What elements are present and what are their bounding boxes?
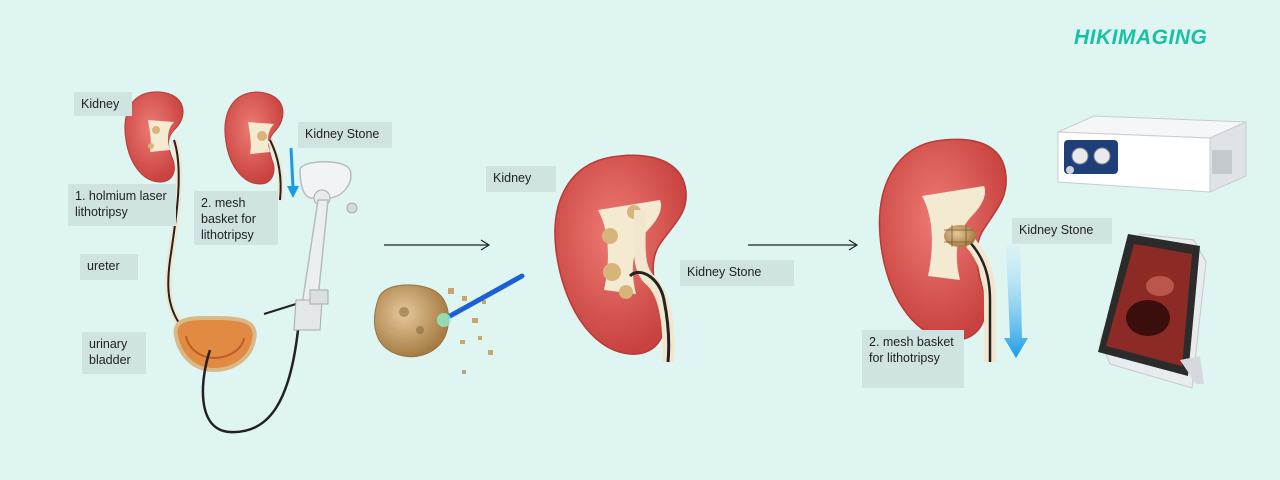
- arrow-right-2: [748, 239, 859, 251]
- down-arrow-small: [289, 147, 295, 189]
- label-kidney-top: Kidney: [74, 92, 132, 116]
- label-urinary-bladder: urinary bladder: [82, 332, 146, 374]
- camera-processor: [1057, 115, 1247, 193]
- stone-in-basket: [944, 225, 976, 247]
- label-mesh-basket-right: 2. mesh basket for lithotripsy: [862, 330, 964, 388]
- scope-cable: [201, 329, 300, 434]
- brand-logo: HIKIMAGING: [1074, 26, 1208, 49]
- laser-stone: [374, 273, 525, 374]
- ureteroscope: [293, 161, 358, 331]
- label-ureter: ureter: [80, 254, 138, 280]
- label-kidney-middle: Kidney: [486, 166, 556, 192]
- scope-middle: [628, 270, 671, 363]
- label-kidney-stone-middle: Kidney Stone: [680, 260, 794, 286]
- label-kidney-stone-right: Kidney Stone: [1012, 218, 1112, 244]
- scope-line-1: [167, 139, 185, 331]
- scope-right: [965, 237, 992, 362]
- label-mesh-basket-top: 2. mesh basket for lithotripsy: [194, 191, 278, 245]
- label-holmium-laser: 1. holmium laser lithotripsy: [68, 184, 176, 226]
- small-kidney-1: [124, 91, 184, 183]
- urinary-bladder: [173, 315, 257, 373]
- small-kidney-2: [224, 91, 284, 185]
- down-arrow-large: [1004, 246, 1028, 358]
- endoscopy-monitor: [1098, 233, 1207, 389]
- kidney-middle: [554, 154, 687, 355]
- label-kidney-stone-top: Kidney Stone: [298, 122, 392, 148]
- arrow-right-1: [384, 239, 491, 251]
